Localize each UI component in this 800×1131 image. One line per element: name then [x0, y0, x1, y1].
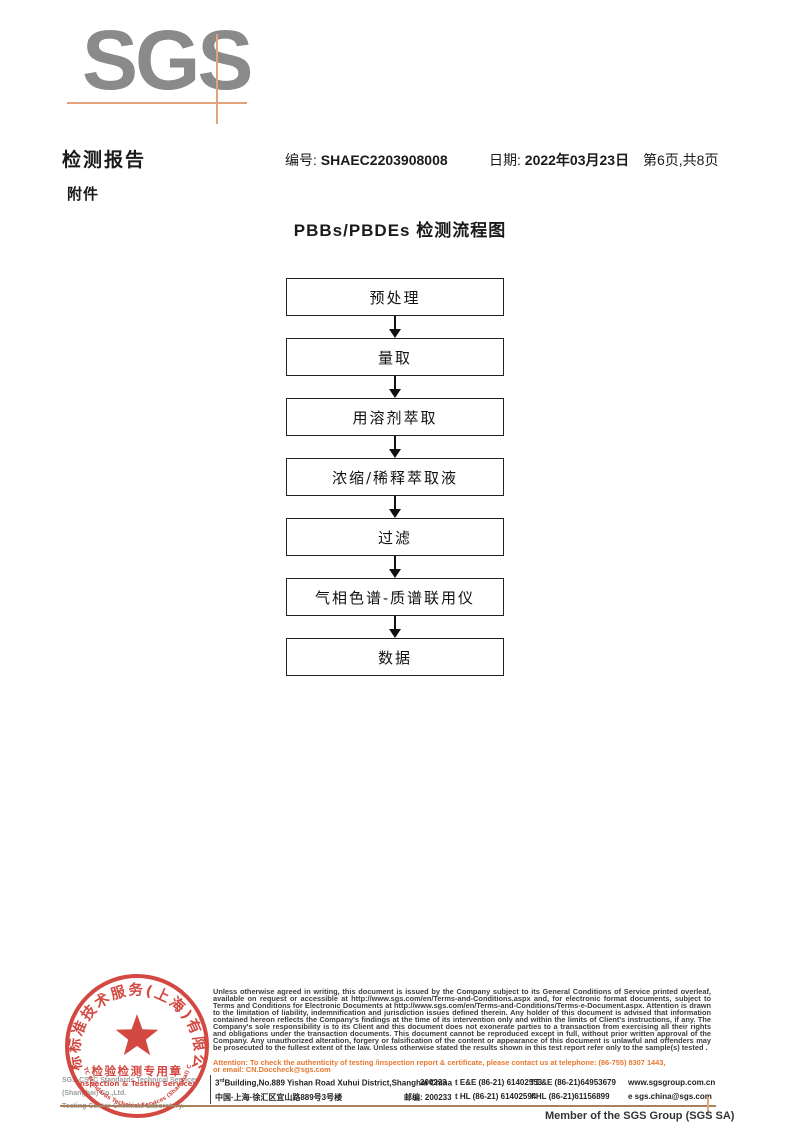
email: e sgs.china@sgs.com	[628, 1092, 712, 1101]
attachment-label: 附件	[67, 186, 100, 203]
arrow-down-icon	[389, 616, 401, 638]
stamp-center-line2: Inspection & Testing Services	[77, 1079, 197, 1088]
logo-horizontal-line	[67, 102, 247, 104]
svg-text:通标标准技术服务(上海)有限公司: 通标标准技术服务(上海)有限公司	[60, 972, 208, 1073]
flow-step-concentrate-dilute: 浓缩/稀释萃取液	[286, 458, 504, 496]
arrow-down-icon	[389, 376, 401, 398]
stamp-outer-ring	[65, 974, 209, 1118]
arrow-down-icon	[389, 436, 401, 458]
page-indicator: 第6页,共8页	[643, 152, 719, 168]
arrow-down-icon	[389, 496, 401, 518]
address-divider-line	[210, 1075, 211, 1104]
stamp-ring-text: 通标标准技术服务(上海)有限公司	[60, 972, 206, 1073]
zip-en: 200233	[420, 1078, 447, 1087]
inspection-stamp-seal: 通标标准技术服务(上海)有限公司 SGS-CSTC Standards Tech…	[60, 972, 209, 1118]
arrow-down-icon	[389, 316, 401, 338]
address-en: 3rdBuilding,No.889 Yishan Road Xuhui Dis…	[215, 1078, 453, 1088]
report-number-label: 编号:	[285, 152, 317, 168]
footer-registration-mark	[707, 1097, 709, 1115]
flow-step-pretreatment: 预处理	[286, 278, 504, 316]
stamp-center-line1: 检验检测专用章	[92, 1064, 183, 1078]
fax-hl: f HL (86-21)61156899	[531, 1092, 610, 1101]
report-title: 检测报告	[62, 150, 147, 171]
zip-cn: 邮编: 200233	[404, 1093, 452, 1102]
member-line: Member of the SGS Group (SGS SA)	[545, 1110, 735, 1122]
flow-step-gcms: 气相色谱-质谱联用仪	[286, 578, 504, 616]
address-ordinal: rd	[219, 1078, 225, 1084]
report-number: 编号: SHAEC2203908008	[285, 150, 448, 170]
attention-line1: Attention: To check the authenticity of …	[213, 1058, 666, 1067]
flowchart-title: PBBs/PBDEs 检测流程图	[293, 221, 507, 240]
lab-company-line1: SGS-CSTC Standards Technical Services (S…	[62, 1077, 199, 1097]
website: www.sgsgroup.com.cn	[628, 1078, 716, 1087]
flow-step-filter: 过滤	[286, 518, 504, 556]
report-number-value: SHAEC2203908008	[320, 152, 448, 168]
report-date-value: 2022年03月23日	[524, 152, 630, 168]
address-cn: 中国·上海·徐汇区宜山路889号3号楼	[215, 1093, 343, 1102]
footer-rule-line	[60, 1105, 716, 1107]
tel-hl: t HL (86-21) 61402594	[455, 1092, 537, 1101]
flow-step-measure: 量取	[286, 338, 504, 376]
flow-step-solvent-extraction: 用溶剂萃取	[286, 398, 504, 436]
legal-disclaimer: Unless otherwise agreed in writing, this…	[213, 987, 711, 1053]
sgs-logo: SGS	[82, 13, 253, 107]
attention-notice: Attention: To check the authenticity of …	[213, 1059, 711, 1074]
logo-vertical-line	[216, 34, 218, 124]
flow-step-data: 数据	[286, 638, 504, 676]
attention-line2: or email: CN.Doccheck@sgs.com	[213, 1065, 331, 1075]
report-date: 日期: 2022年03月23日	[489, 150, 629, 170]
stamp-star-icon	[115, 1014, 159, 1056]
report-date-label: 日期:	[489, 152, 521, 168]
flowchart: 预处理 量取 用溶剂萃取 浓缩/稀释萃取液 过滤 气相色谱-质谱联用仪 数据	[286, 278, 504, 676]
arrow-down-icon	[389, 556, 401, 578]
tel-ee: t E&E (86-21) 61402553	[455, 1078, 543, 1087]
fax-ee: f E&E (86-21)64953679	[531, 1078, 616, 1087]
